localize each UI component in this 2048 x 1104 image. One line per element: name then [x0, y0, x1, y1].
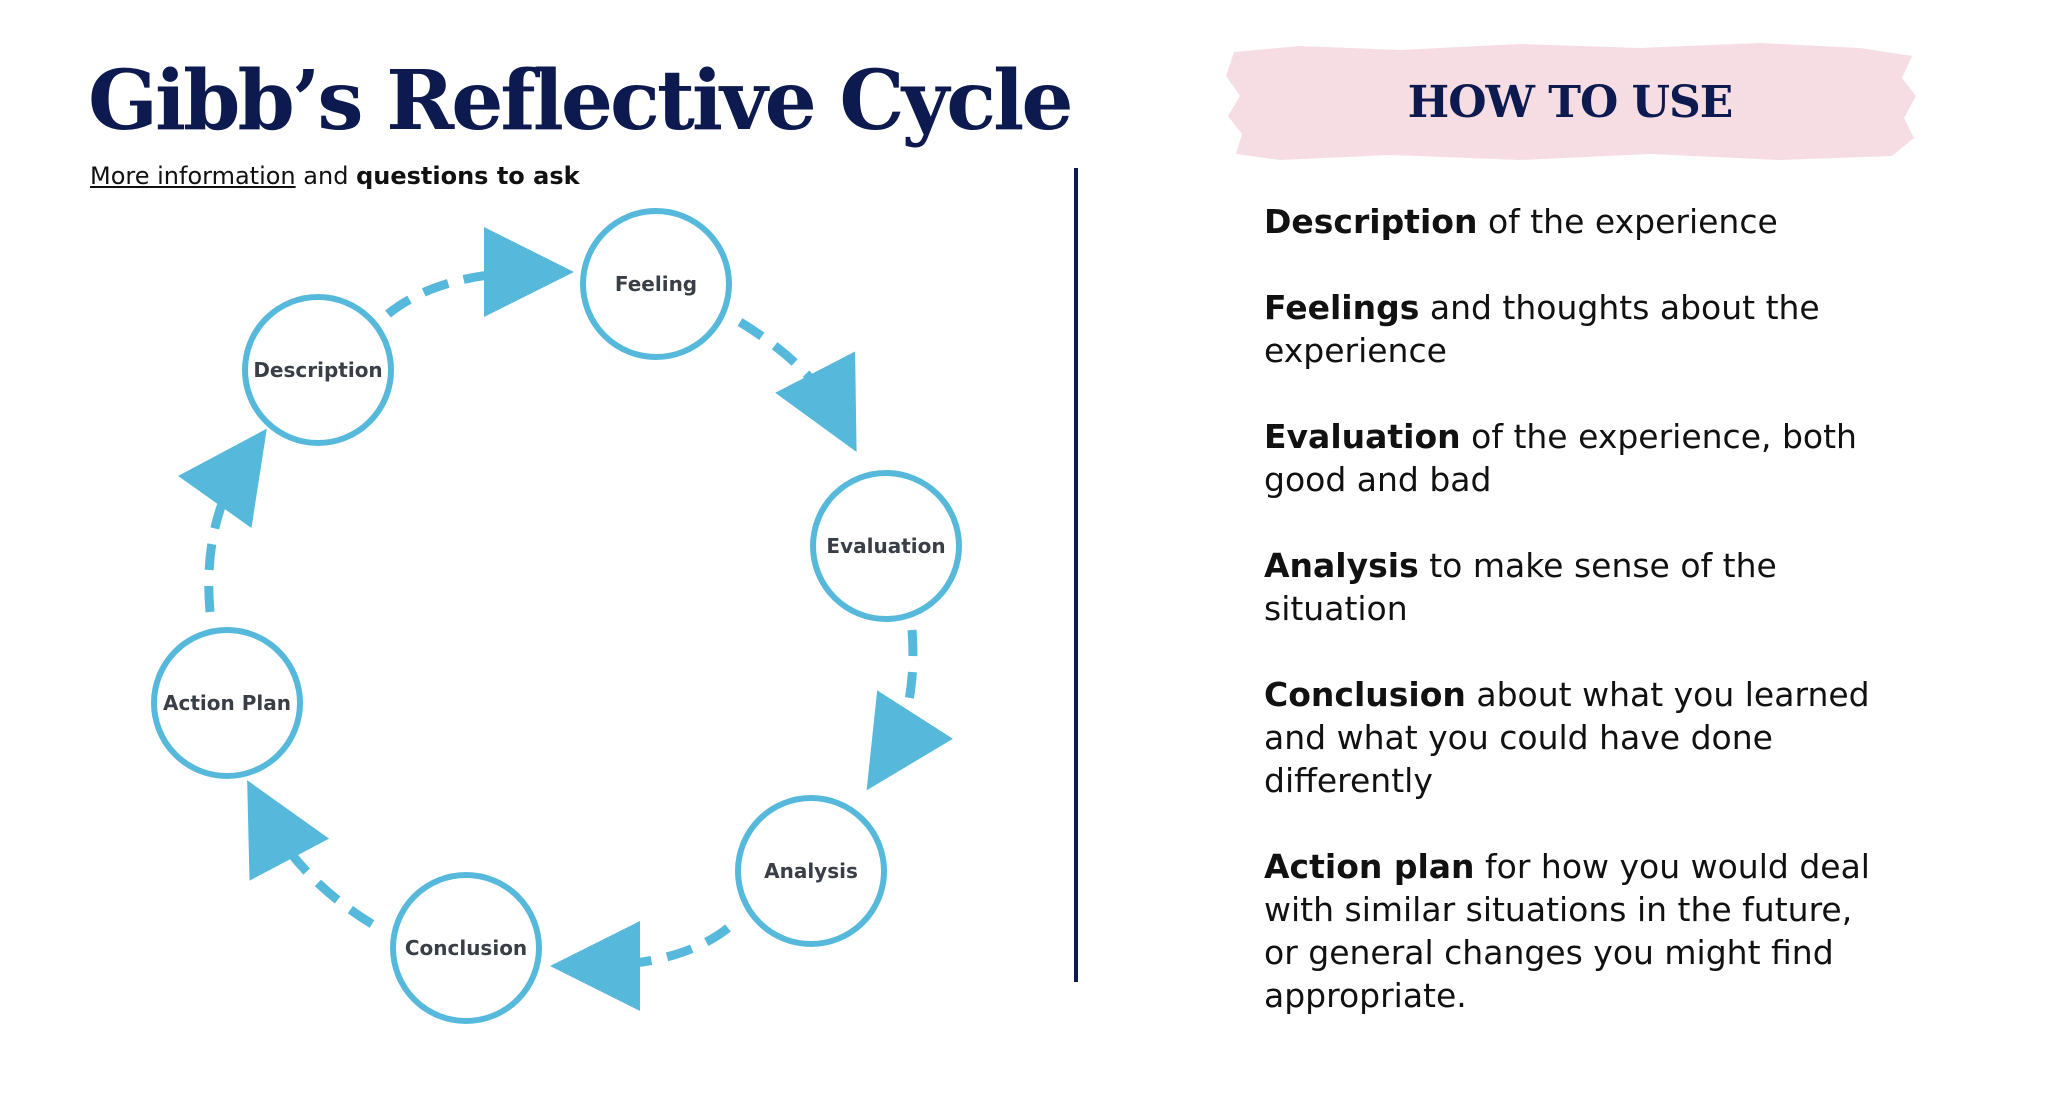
howto-text: of the experience, both good and bad: [1264, 417, 1857, 499]
brush-stroke-background: [1226, 43, 1916, 160]
how-to-use-title: HOW TO USE: [1407, 76, 1734, 128]
howto-item-conclusion: Conclusion about what you learned and wh…: [1264, 673, 1884, 802]
vertical-divider: [1074, 168, 1078, 982]
howto-term: Evaluation: [1264, 417, 1461, 456]
arrow-action-plan-to-description: [178, 428, 267, 613]
stage-conclusion: Conclusion: [390, 872, 542, 1024]
stage-description-label: Description: [253, 358, 382, 382]
questions-to-ask-text: questions to ask: [356, 162, 580, 190]
howto-item-feelings: Feelings and thoughts about the experien…: [1264, 286, 1884, 372]
stage-action-plan: Action Plan: [151, 627, 303, 779]
stage-evaluation-label: Evaluation: [826, 534, 945, 558]
howto-text: and thoughts about the experience: [1264, 288, 1820, 370]
arrow-conclusion-to-action-plan: [247, 780, 375, 928]
howto-item-description: Description of the experience: [1264, 200, 1884, 243]
arrow-feeling-to-evaluation: [737, 318, 857, 452]
stage-feeling-label: Feeling: [615, 272, 697, 296]
howto-term: Description: [1264, 202, 1478, 241]
subtitle: More information and questions to ask: [90, 162, 580, 190]
page-title: Gibb’s Reflective Cycle: [88, 53, 1074, 149]
stage-analysis-label: Analysis: [764, 859, 858, 883]
arrow-description-to-feeling: [385, 227, 574, 318]
more-information-link[interactable]: More information: [90, 162, 296, 190]
howto-item-action-plan: Action plan for how you would deal with …: [1264, 845, 1884, 1017]
stage-analysis: Analysis: [735, 795, 887, 947]
stage-action-plan-label: Action Plan: [163, 691, 291, 715]
howto-term: Conclusion: [1264, 675, 1466, 714]
howto-item-analysis: Analysis to make sense of the situation: [1264, 544, 1884, 630]
howto-term: Analysis: [1264, 546, 1419, 585]
stage-conclusion-label: Conclusion: [405, 936, 527, 960]
howto-text: to make sense of the situation: [1264, 546, 1777, 628]
howto-item-evaluation: Evaluation of the experience, both good …: [1264, 415, 1884, 501]
stage-description: Description: [242, 294, 394, 446]
reflective-cycle-diagram: Feeling Evaluation Analysis Conclusion A…: [151, 208, 962, 1024]
howto-text: about what you learned and what you coul…: [1264, 675, 1870, 800]
arrow-analysis-to-conclusion: [550, 920, 731, 1011]
stage-feeling: Feeling: [580, 208, 732, 360]
arrow-evaluation-to-analysis: [866, 629, 954, 791]
how-to-use-list: Description of the experience Feelings a…: [1264, 200, 1884, 1060]
howto-text: for how you would deal with similar situ…: [1264, 847, 1870, 1015]
howto-text: of the experience: [1487, 202, 1778, 241]
stage-evaluation: Evaluation: [810, 470, 962, 622]
subtitle-and-text: and: [303, 162, 349, 190]
howto-term: Feelings: [1264, 288, 1420, 327]
how-to-use-banner: HOW TO USE: [1220, 38, 1920, 166]
howto-term: Action plan: [1264, 847, 1475, 886]
